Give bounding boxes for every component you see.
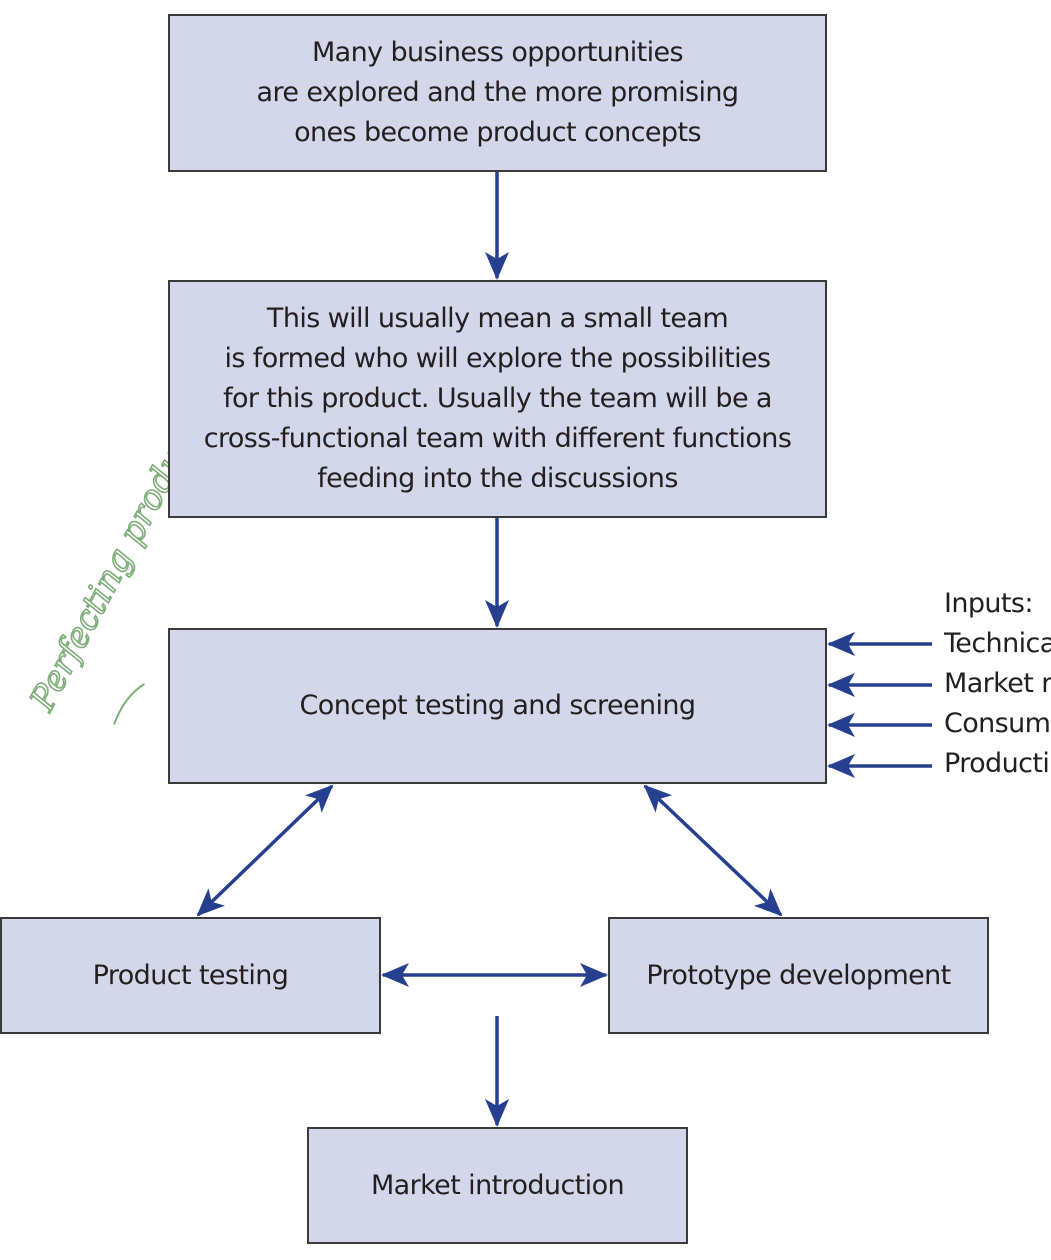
box-market-introduction-text: Market introduction xyxy=(370,1169,625,1201)
box-product-testing: Product testing xyxy=(0,917,381,1034)
box-concept-testing-text: Concept testing and screening xyxy=(299,690,697,721)
box-team-formation-text: This will usually mean a small team is f… xyxy=(203,303,792,494)
box-prototype-development: Prototype development xyxy=(608,917,989,1034)
box-team-formation: This will usually mean a small team is f… xyxy=(168,280,827,518)
box-opportunities-text: Many business opportunities are explored… xyxy=(256,37,740,148)
inputs-heading: Inputs: xyxy=(944,588,1033,619)
input-item: Producti xyxy=(944,748,1050,779)
box-product-testing-text: Product testing xyxy=(92,959,289,991)
input-item: Market r xyxy=(944,668,1051,699)
handwritten-mark xyxy=(113,683,146,725)
box-market-introduction: Market introduction xyxy=(307,1127,688,1244)
box-concept-testing: Concept testing and screening xyxy=(168,628,827,784)
input-item: Technica xyxy=(944,628,1051,659)
arrow-concept-product-testing xyxy=(196,784,334,917)
input-item: Consum xyxy=(944,708,1051,739)
box-opportunities: Many business opportunities are explored… xyxy=(168,14,827,172)
arrow-concept-prototype xyxy=(643,784,783,917)
inputs-list: Inputs: Technica Market r Consum Product… xyxy=(944,584,1051,784)
box-prototype-development-text: Prototype development xyxy=(646,959,951,991)
